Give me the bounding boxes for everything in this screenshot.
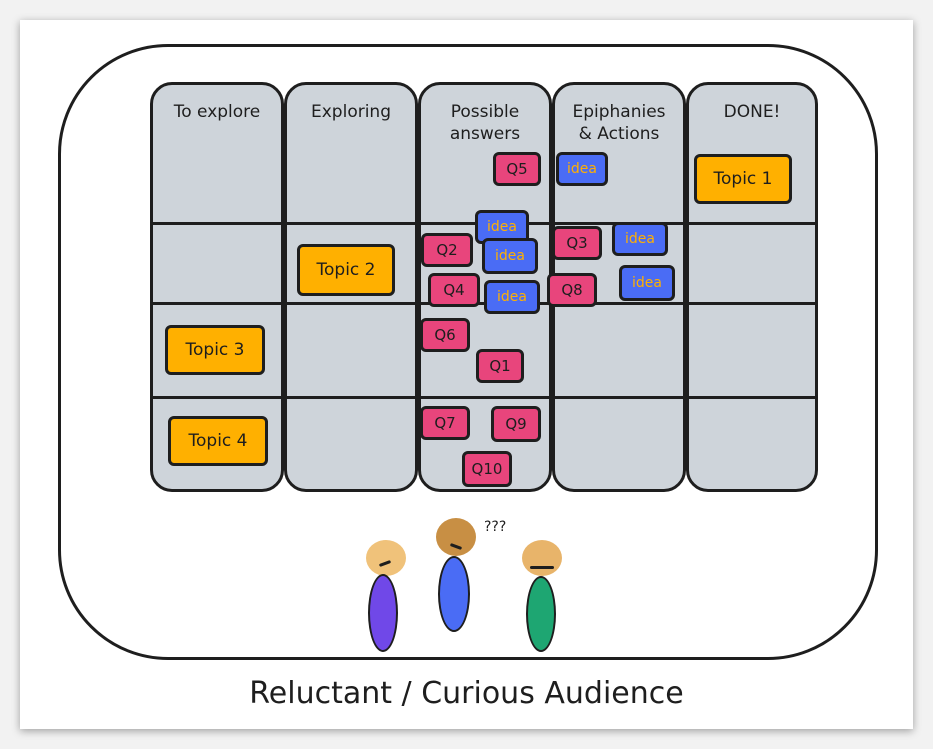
column-done: DONE! xyxy=(686,82,818,492)
column-title: DONE! xyxy=(723,102,781,122)
sticky-idea[interactable]: idea xyxy=(482,238,538,274)
person-body xyxy=(526,576,556,652)
person-body xyxy=(368,574,398,652)
column-title: Epiphanies & Actions xyxy=(572,102,666,144)
sticky-q2[interactable]: Q2 xyxy=(421,233,473,267)
sticky-q4[interactable]: Q4 xyxy=(428,273,480,307)
diagram-caption: Reluctant / Curious Audience xyxy=(249,676,684,711)
sticky-topic-4[interactable]: Topic 4 xyxy=(168,416,268,466)
sticky-topic-1[interactable]: Topic 1 xyxy=(694,154,792,204)
row-divider xyxy=(150,396,818,399)
sticky-idea[interactable]: idea xyxy=(619,265,675,301)
board-frame xyxy=(58,44,878,660)
column-title: Exploring xyxy=(311,102,391,122)
sticky-q5[interactable]: Q5 xyxy=(493,152,541,186)
sticky-idea[interactable]: idea xyxy=(612,222,668,256)
sticky-idea[interactable]: idea xyxy=(556,152,608,186)
sticky-q8[interactable]: Q8 xyxy=(547,273,597,307)
sticky-q10[interactable]: Q10 xyxy=(462,451,512,487)
sticky-q6[interactable]: Q6 xyxy=(420,318,470,352)
person-mouth xyxy=(530,566,554,569)
person-head xyxy=(366,540,406,576)
sticky-idea[interactable]: idea xyxy=(484,280,540,314)
sticky-q9[interactable]: Q9 xyxy=(491,406,541,442)
person-body xyxy=(438,556,470,632)
person-head xyxy=(436,518,476,556)
sticky-q3[interactable]: Q3 xyxy=(552,226,602,260)
sticky-q1[interactable]: Q1 xyxy=(476,349,524,383)
speech-question-marks: ??? xyxy=(484,519,507,535)
sticky-q7[interactable]: Q7 xyxy=(420,406,470,440)
person-head xyxy=(522,540,562,576)
column-title: To explore xyxy=(173,102,261,122)
sticky-topic-3[interactable]: Topic 3 xyxy=(165,325,265,375)
column-title: Possible answers xyxy=(449,102,521,144)
sticky-topic-2[interactable]: Topic 2 xyxy=(297,244,395,296)
